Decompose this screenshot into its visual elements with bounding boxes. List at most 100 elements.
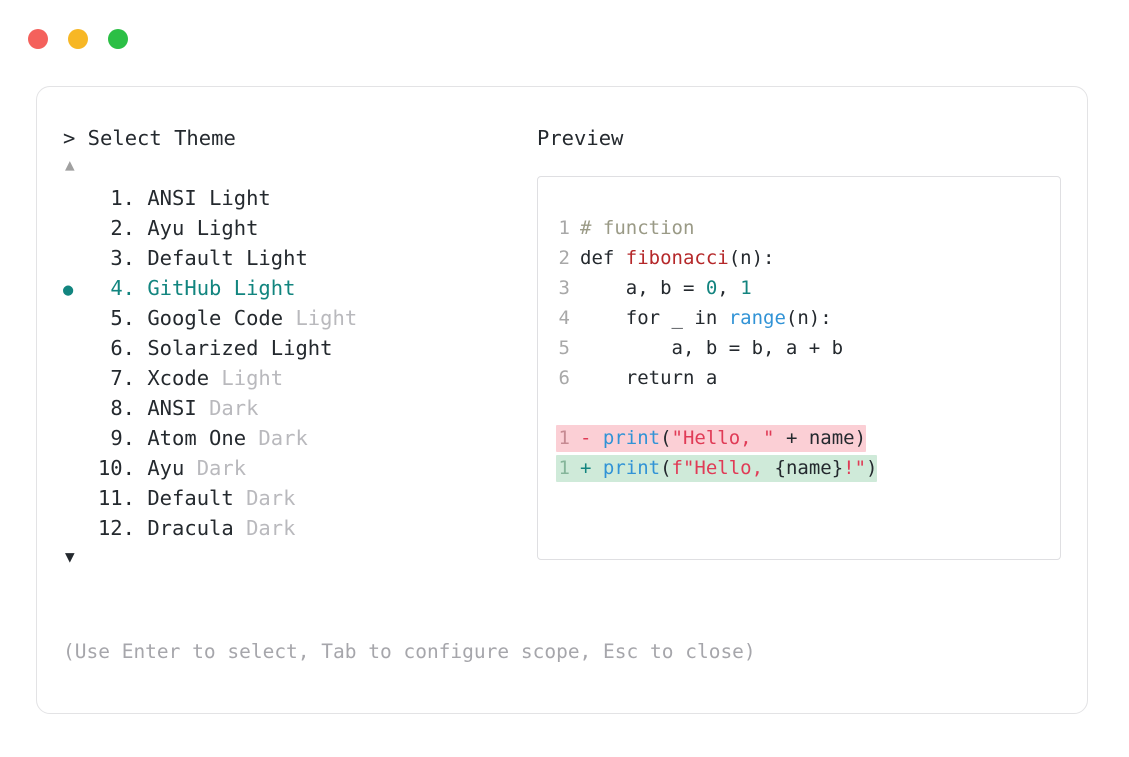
code-token: !" — [843, 457, 867, 479]
bullet-spacer: ● — [63, 455, 89, 485]
theme-list-item[interactable]: ●6. Solarized Light — [63, 333, 533, 363]
code-token: fibonacci — [625, 247, 729, 269]
theme-list-item[interactable]: ●9. Atom One Dark — [63, 423, 533, 453]
theme-item-variant: Light — [221, 366, 284, 390]
code-token: print — [602, 457, 661, 479]
theme-item-name: Ayu — [135, 216, 197, 240]
theme-item-number: 3. — [110, 246, 135, 270]
line-number: 1 — [558, 427, 570, 449]
bullet-spacer: ● — [63, 335, 89, 365]
theme-item-name: Default — [135, 486, 247, 510]
theme-list-item[interactable]: ●1. ANSI Light — [63, 183, 533, 213]
theme-list-item[interactable]: ●7. Xcode Light — [63, 363, 533, 393]
theme-item-number: 8. — [110, 396, 135, 420]
bullet-spacer: ● — [63, 395, 89, 425]
selected-bullet-icon: ● — [63, 280, 74, 300]
page-title: > Select Theme — [63, 126, 236, 150]
code-line: 6 return a — [556, 363, 1060, 393]
code-token: , — [717, 277, 741, 299]
theme-item-variant: Light — [233, 276, 296, 300]
line-number: 1 — [558, 217, 570, 239]
diff-line-add: 1 + print(f"Hello, {name}!") — [556, 453, 1060, 483]
theme-list-item[interactable]: ●5. Google Code Light — [63, 303, 533, 333]
keyboard-hint: (Use Enter to select, Tab to configure s… — [63, 640, 756, 663]
theme-list-item[interactable]: ● 4. GitHub Light — [63, 273, 533, 303]
scroll-up-icon[interactable]: ▲ — [65, 155, 75, 174]
theme-item-variant: Light — [295, 306, 358, 330]
line-number: 1 — [558, 457, 570, 479]
code-token: # function — [580, 217, 695, 239]
theme-item-variant: Light — [270, 336, 333, 360]
code-token: return a — [580, 367, 718, 389]
theme-item-number: 2. — [110, 216, 135, 240]
theme-item-number: 11. — [97, 486, 135, 510]
window-close-button[interactable] — [28, 29, 48, 49]
code-token: a, b = b, a + b — [580, 337, 844, 359]
code-token: "Hello, " — [671, 427, 775, 449]
theme-item-number: 4. — [110, 276, 135, 300]
code-token: ( — [660, 457, 672, 479]
theme-list-item[interactable]: ● 3. Default Light — [63, 243, 533, 273]
bullet-spacer: ● — [63, 515, 89, 545]
line-number: 5 — [558, 337, 570, 359]
code-token: ( — [660, 427, 672, 449]
theme-list-item[interactable]: ●10. Ayu Dark — [63, 453, 533, 483]
theme-list-item[interactable]: ● 12. Dracula Dark — [63, 513, 533, 543]
bullet-spacer: ● — [63, 215, 89, 245]
preview-label: Preview — [537, 126, 624, 150]
theme-item-name: Dracula — [135, 516, 247, 540]
theme-list-item[interactable]: ● 2. Ayu Light — [63, 213, 533, 243]
line-number: 4 — [558, 307, 570, 329]
code-line: 1 # function — [556, 213, 1060, 243]
code-token: f"Hello, — [671, 457, 775, 479]
bullet-spacer: ● — [63, 305, 89, 335]
theme-item-name: ANSI — [135, 396, 210, 420]
diff-highlight: 1- print("Hello, " + name) — [556, 425, 867, 452]
code-token: {name} — [774, 457, 844, 479]
theme-item-variant: Dark — [196, 456, 247, 480]
theme-item-name: Ayu — [135, 456, 197, 480]
theme-item-variant: Light — [196, 216, 259, 240]
line-number: 2 — [558, 247, 570, 269]
window-minimize-button[interactable] — [68, 29, 88, 49]
theme-list-pane: > Select Theme ▲ ●1. ANSI Light●2. Ayu L… — [63, 125, 533, 569]
diff-sign: - — [580, 427, 603, 449]
theme-item-number: 9. — [110, 426, 135, 450]
diff-line-del: 1- print("Hello, " + name) — [556, 423, 1060, 453]
code-token: + name) — [774, 427, 867, 449]
theme-item-number: 6. — [110, 336, 135, 360]
theme-item-name: Xcode — [135, 366, 222, 390]
code-token: print — [602, 427, 661, 449]
code-line: 5 a, b = b, a + b — [556, 333, 1060, 363]
theme-item-variant: Light — [246, 246, 308, 270]
line-number: 3 — [558, 277, 570, 299]
bullet-spacer: ● — [63, 365, 89, 395]
theme-item-number: 5. — [110, 306, 135, 330]
window-traffic-lights — [28, 29, 128, 49]
code-token: (n): — [728, 247, 775, 269]
window-maximize-button[interactable] — [108, 29, 128, 49]
theme-item-number: 12. — [97, 516, 135, 540]
code-token: a, b = — [580, 277, 706, 299]
theme-list-item[interactable]: ●11. Default Dark — [63, 483, 533, 513]
theme-item-variant: Dark — [246, 516, 296, 540]
scroll-down-icon[interactable]: ▼ — [65, 547, 75, 566]
theme-item-variant: Dark — [246, 486, 296, 510]
bullet-spacer: ● — [63, 185, 89, 215]
diff-sign: + — [580, 457, 603, 479]
theme-item-name: Default — [135, 246, 247, 270]
code-token: ) — [866, 457, 878, 479]
bullet-spacer: ● — [63, 425, 89, 455]
code-token: for _ in — [580, 307, 729, 329]
theme-selector-card: > Select Theme ▲ ●1. ANSI Light●2. Ayu L… — [36, 86, 1088, 714]
code-token: 0 — [705, 277, 718, 299]
code-line: 4 for _ in range(n): — [556, 303, 1060, 333]
theme-item-name: ANSI — [135, 186, 210, 210]
code-token: (n): — [785, 307, 832, 329]
bullet-spacer: ● — [63, 245, 89, 275]
theme-list-item[interactable]: ●8. ANSI Dark — [63, 393, 533, 423]
theme-item-name: GitHub — [135, 276, 234, 300]
